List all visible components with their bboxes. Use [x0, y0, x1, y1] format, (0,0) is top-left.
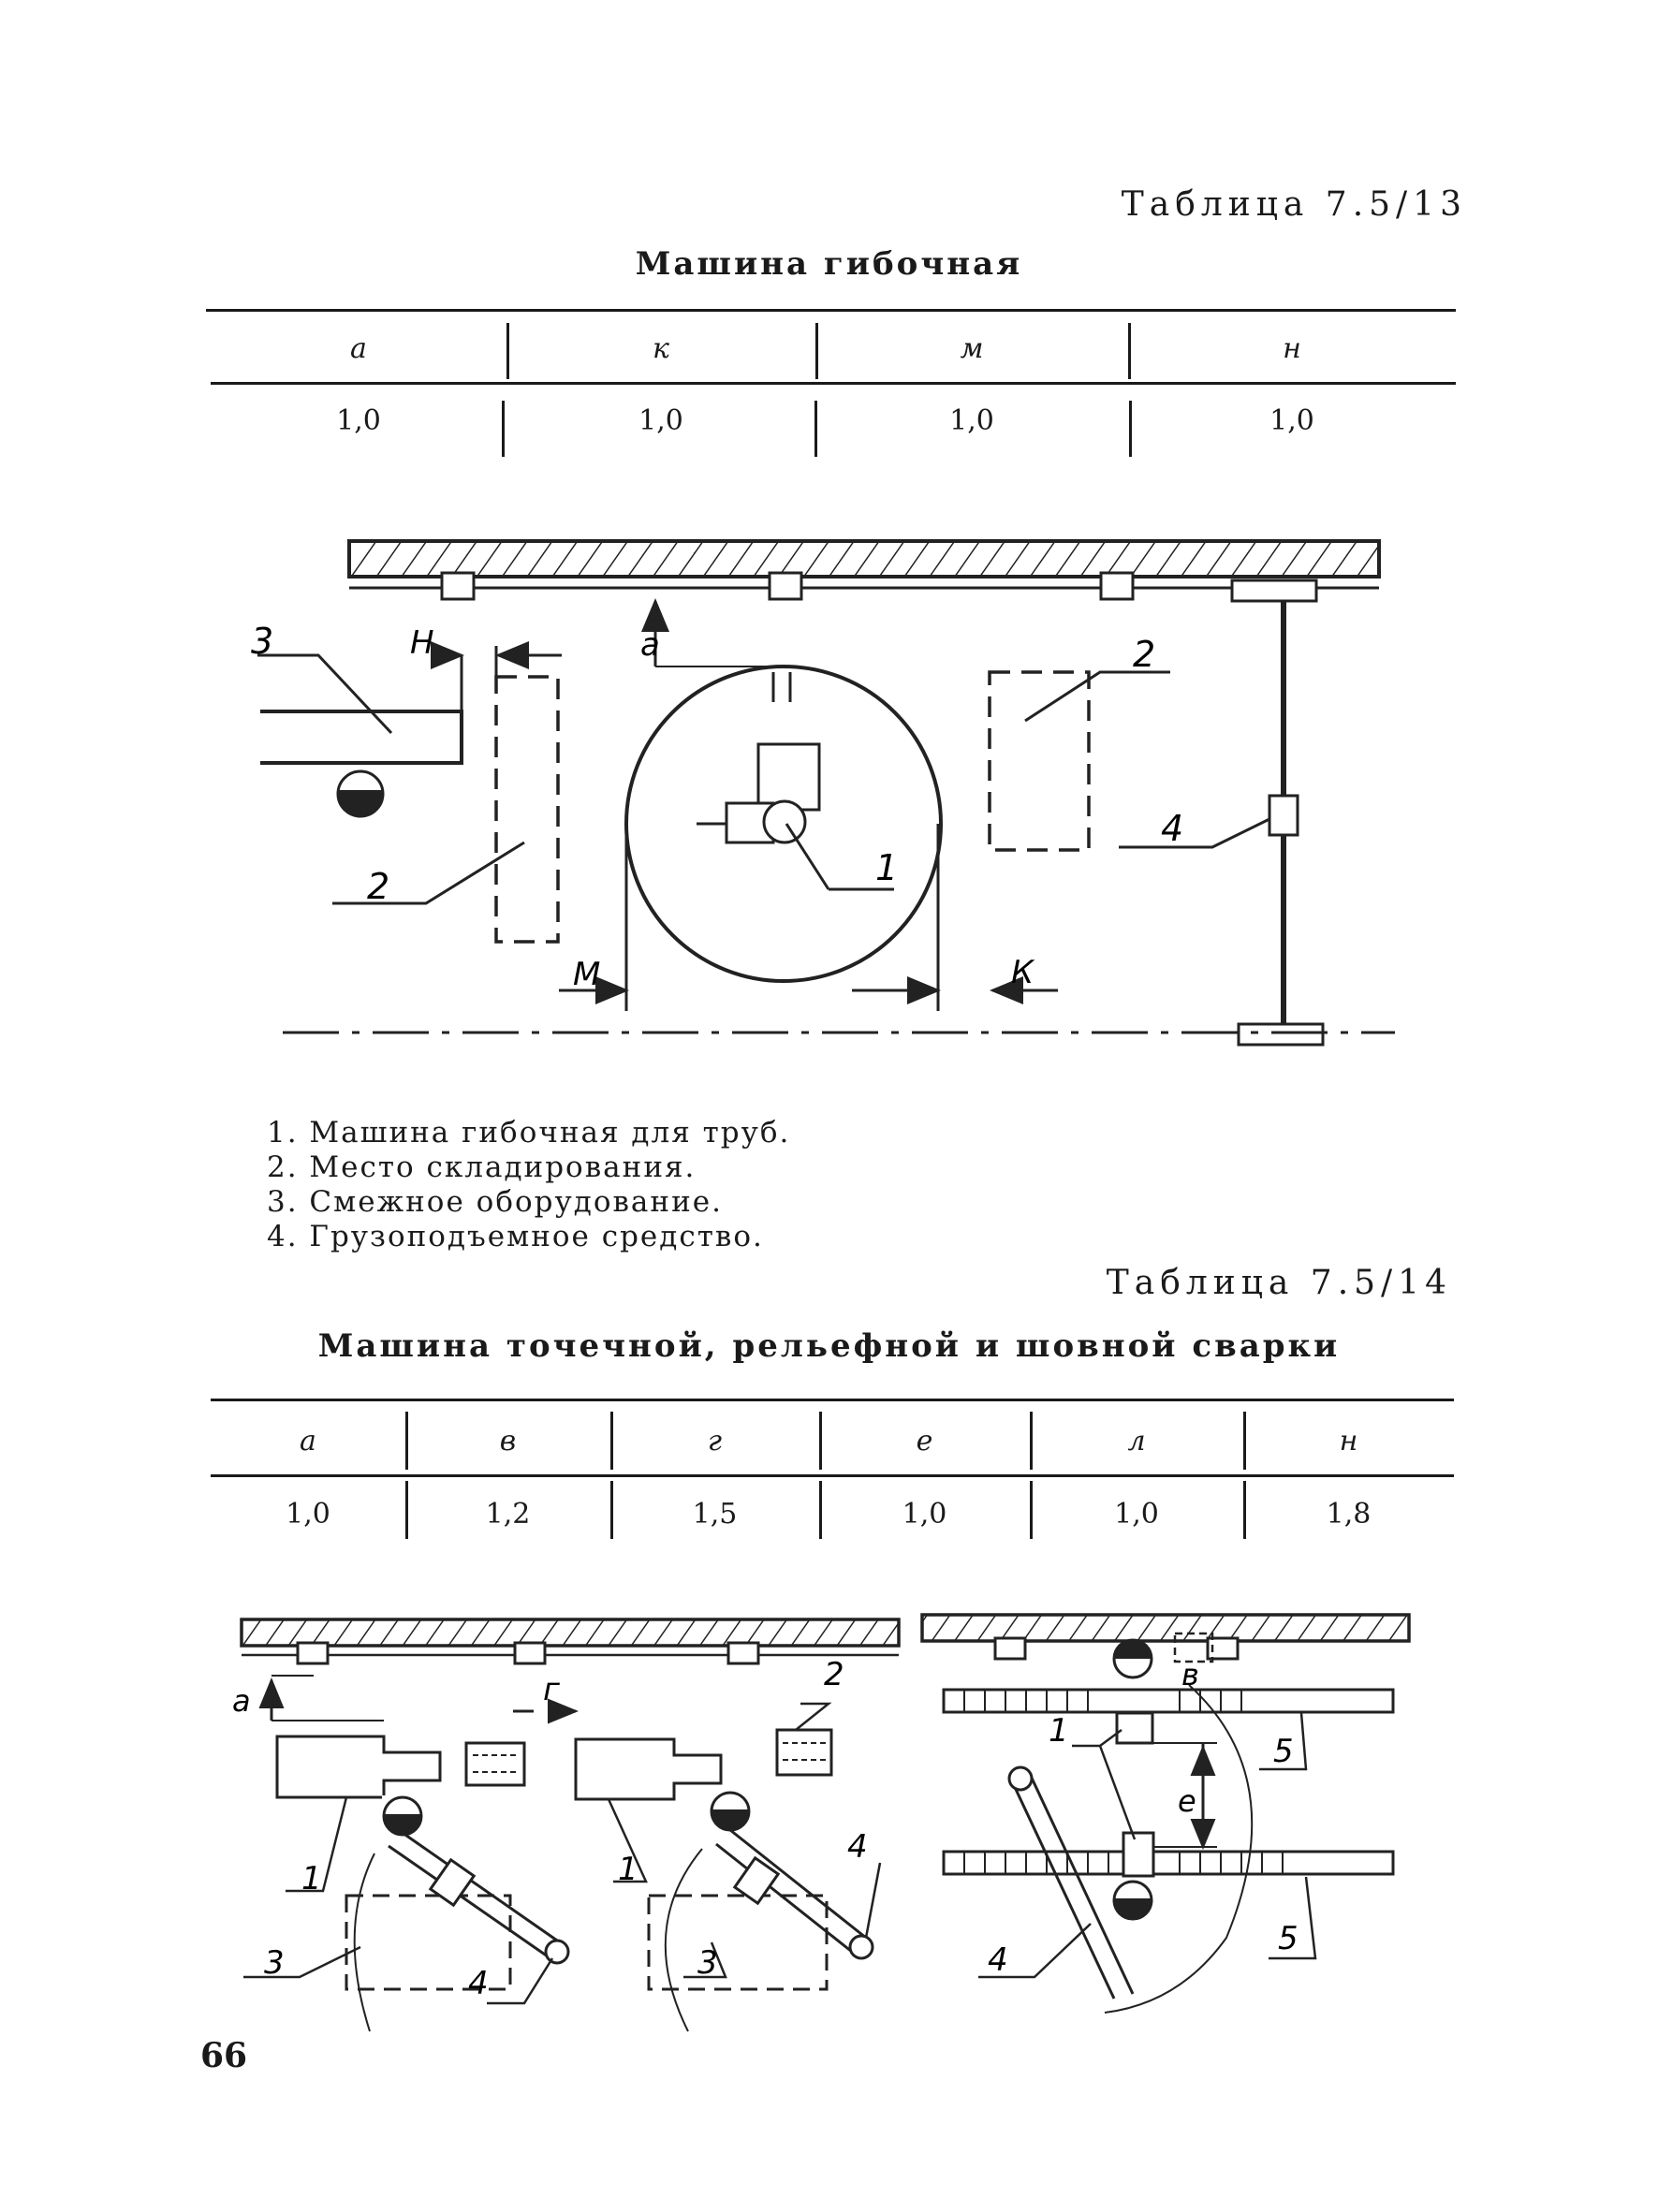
table-13-value-m: 1,0: [949, 404, 994, 437]
figure-14-label-4-right: 4: [847, 1828, 868, 1866]
figure-14-right-panel: [920, 1613, 1411, 2014]
table-14-value-l: 1,0: [1114, 1498, 1159, 1531]
table-13-value-n: 1,0: [1269, 404, 1314, 437]
figure-13-label-2-left: 2: [367, 866, 389, 907]
table-13-label: Таблица 7.5/13: [1121, 185, 1467, 224]
figure-13-label-2-right: 2: [1133, 634, 1155, 675]
table-13-title: Машина гибочная: [635, 245, 1023, 283]
figure-13-label-3: 3: [251, 621, 273, 662]
table-14-header-e: е: [916, 1425, 933, 1458]
table-14-mid-rule: [211, 1474, 1454, 1477]
figure-14-label-a: а: [232, 1683, 251, 1719]
table-14-value-n: 1,8: [1326, 1498, 1372, 1531]
table-14-value-g: 1,5: [692, 1498, 738, 1531]
figure-13-label-M: М: [573, 956, 600, 993]
figure-13-legend: 1. Машина гибочная для труб. 2. Место ск…: [267, 1116, 790, 1254]
table-14-header-v: в: [499, 1425, 517, 1458]
table-14-header-g: г: [707, 1425, 723, 1458]
figure-13-label-1: 1: [875, 847, 898, 888]
table-13-value-a: 1,0: [336, 404, 381, 437]
table-13-header-n: н: [1283, 332, 1301, 365]
figure-14-label-5-bottom: 5: [1278, 1920, 1299, 1957]
ceiling-beam: [347, 539, 1381, 603]
figure-14-label-3-middle: 3: [697, 1944, 718, 1982]
hoist-crane-symbol: [1237, 601, 1325, 1047]
figure-13-label-4: 4: [1161, 808, 1183, 849]
table-14-title: Машина точечной, рельефной и шовной свар…: [317, 1327, 1341, 1365]
legend-item: 3. Смежное оборудование.: [267, 1185, 723, 1219]
table-14-header-a: а: [300, 1425, 316, 1458]
table-13-header-a: а: [350, 332, 367, 365]
page-number: 66: [200, 2036, 248, 2075]
figure-13-label-K: К: [1011, 954, 1035, 991]
table-13-top-rule: [206, 309, 1456, 312]
table-14-label: Таблица 7.5/14: [1106, 1264, 1452, 1302]
table-13-value-k: 1,0: [638, 404, 683, 437]
table-14-value-e: 1,0: [902, 1498, 947, 1531]
adjacent-equipment-symbol: [260, 646, 498, 818]
figure-14-label-v: в: [1181, 1657, 1199, 1692]
figure-13-label-H: Н: [410, 624, 434, 662]
table-14-value-a: 1,0: [286, 1498, 330, 1531]
figure-14-label-1-right: 1: [1049, 1712, 1069, 1750]
figure-14-label-4-right-panel: 4: [988, 1941, 1008, 1979]
figure-13-label-a: а: [640, 626, 660, 664]
figure-14-label-1-middle: 1: [618, 1851, 638, 1888]
figure-14-label-e: е: [1178, 1783, 1196, 1819]
table-14-header-n: н: [1339, 1425, 1358, 1458]
legend-item: 2. Место складирования.: [267, 1150, 697, 1184]
table-13-header-m: м: [960, 332, 984, 365]
table-13-mid-rule: [211, 382, 1456, 385]
table-14-value-v: 1,2: [485, 1498, 531, 1531]
figure-14-label-5-top: 5: [1273, 1733, 1294, 1770]
figure-14-label-2: 2: [824, 1656, 844, 1693]
figure-14-left-panel: [240, 1618, 901, 2032]
table-14-top-rule: [211, 1399, 1454, 1401]
legend-item: 4. Грузоподъемное средство.: [267, 1220, 764, 1253]
storage-area-left: [494, 675, 560, 944]
figure-14-label-3-left: 3: [264, 1944, 285, 1982]
figure-14-label-g: г: [543, 1671, 561, 1708]
storage-area-right: [988, 670, 1091, 852]
legend-item: 1. Машина гибочная для труб.: [267, 1116, 791, 1150]
figure-14-label-4-left: 4: [468, 1965, 489, 2002]
table-14-header-l: л: [1127, 1425, 1146, 1458]
figure-14-label-1-left: 1: [301, 1860, 322, 1897]
table-13-header-k: к: [653, 332, 669, 365]
